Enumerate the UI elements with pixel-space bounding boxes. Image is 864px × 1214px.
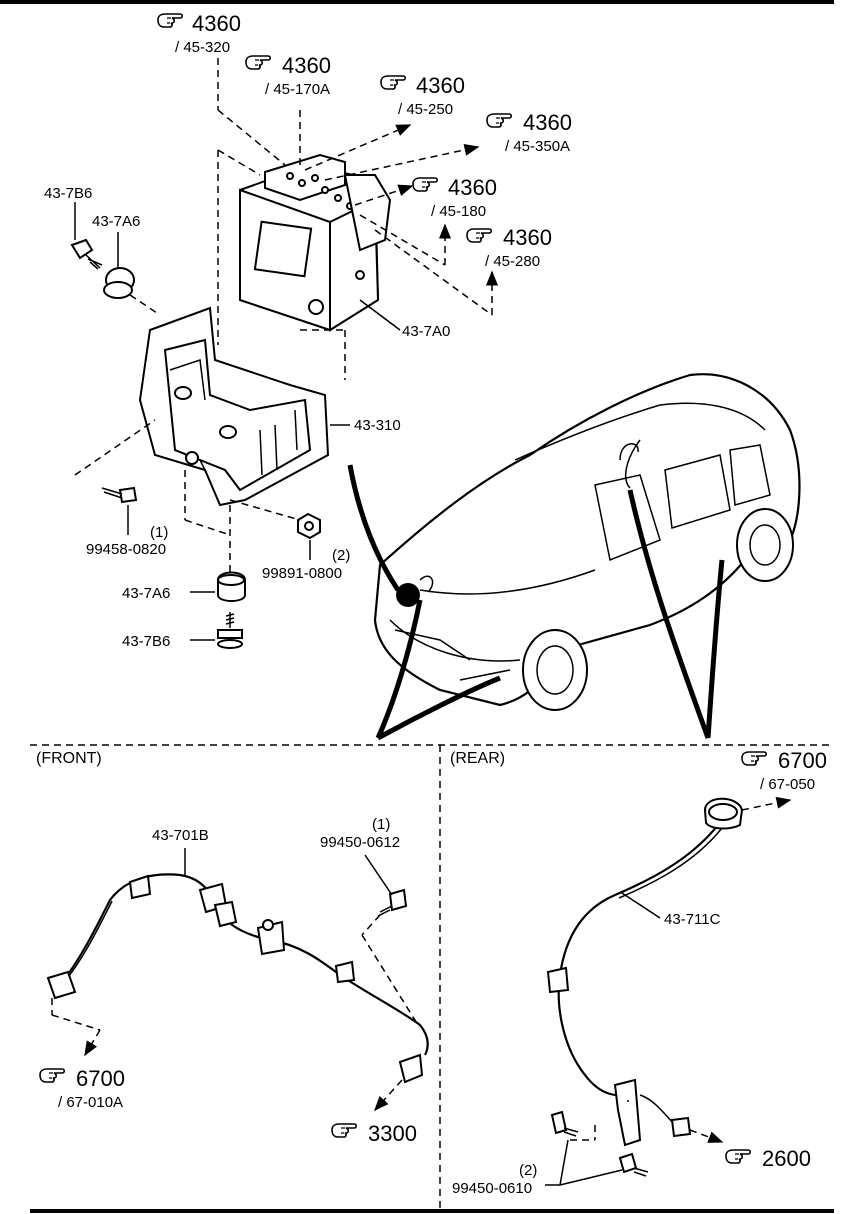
pointer-hand-icon: [741, 751, 768, 766]
part-99450-0610-qty: (2): [519, 1162, 537, 1179]
pointer-hand-icon: [380, 75, 407, 90]
part-99458-0820[interactable]: 99458-0820: [86, 541, 166, 558]
part-43-7a6-top[interactable]: 43-7A6: [92, 213, 140, 230]
ref-code: 4360: [503, 225, 552, 250]
bolt-99458-0820: [101, 486, 138, 504]
part-99891-0800[interactable]: 99891-0800: [262, 565, 342, 582]
part-43-7b6-top[interactable]: 43-7B6: [44, 185, 92, 202]
bottom-border: [30, 1209, 834, 1213]
ref-code: 2600: [762, 1146, 811, 1171]
bolt-43-7b6-top: [70, 238, 103, 270]
leader-99450-0612: [364, 854, 393, 896]
ref-sub: / 45-250: [398, 101, 453, 118]
ref-code: 4360: [282, 53, 331, 78]
pointer-hand-icon: [157, 13, 184, 28]
cushion-43-7a6-top: [103, 267, 135, 299]
pointer-hand-icon: [466, 228, 493, 243]
part-43-310[interactable]: 43-310: [354, 417, 401, 434]
part-99891-qty: (2): [332, 547, 350, 564]
ref-sub: / 67-050: [760, 776, 815, 793]
ref-sub: / 45-170A: [265, 81, 330, 98]
callout-line-front: [375, 599, 501, 741]
pointer-hand-icon: [725, 1149, 752, 1164]
ref-code: 6700: [76, 1066, 125, 1091]
ref-code: 4360: [448, 175, 497, 200]
ref-4360-45-350a[interactable]: 4360 / 45-350A: [486, 110, 572, 155]
ref-code: 3300: [368, 1121, 417, 1146]
ref-code: 6700: [778, 748, 827, 773]
front-section-label: (FRONT): [36, 750, 102, 767]
ref-code: 4360: [523, 110, 572, 135]
dash-7a6-to-bracket: [129, 294, 161, 316]
dash-99458-to-bracket: [74, 419, 156, 476]
ref-6700-67-010a[interactable]: 6700 / 67-010A: [39, 1066, 125, 1111]
leader-99450-0610: [545, 1139, 623, 1186]
ref-4360-45-250[interactable]: 4360 / 45-250: [380, 73, 465, 118]
top-border: [0, 0, 834, 4]
dash-0612-b: [361, 934, 419, 1026]
part-99450-0612-qty: (1): [372, 816, 390, 833]
callout-line-hydraulic: [347, 464, 401, 592]
pointer-hand-icon: [486, 113, 513, 128]
ref-2600[interactable]: 2600: [725, 1146, 811, 1171]
dash-0612: [361, 914, 381, 936]
part-43-711c[interactable]: 43-711C: [664, 911, 721, 928]
dash-rear-6700: [741, 796, 792, 811]
callout-line-rear: [627, 489, 725, 739]
ref-4360-45-320[interactable]: 4360 / 45-320: [157, 11, 241, 56]
leader-43-7a0: [359, 299, 401, 331]
nut-99891-0800: [297, 512, 321, 540]
part-99450-0610[interactable]: 99450-0610: [452, 1180, 532, 1197]
leader-43-711c: [621, 892, 661, 919]
part-43-7a6-bottom[interactable]: 43-7A6: [122, 585, 170, 602]
part-43-7b6-bottom[interactable]: 43-7B6: [122, 633, 170, 650]
part-99458-qty: (1): [150, 524, 168, 541]
ref-3300[interactable]: 3300: [331, 1121, 417, 1146]
bracket: [138, 306, 330, 507]
dash-front-6700-c: [84, 1029, 101, 1057]
pointer-hand-icon: [245, 55, 272, 70]
dash-front-6700-b: [51, 1014, 101, 1031]
vehicle-illustration: [373, 373, 801, 711]
ref-sub: / 45-350A: [505, 138, 570, 155]
cushion-43-7a6-bottom: [217, 571, 246, 602]
ref-4360-45-280[interactable]: 4360 / 45-280: [466, 225, 552, 270]
dash-99891: [229, 499, 301, 521]
ref-4360-45-170a[interactable]: 4360 / 45-170A: [245, 53, 331, 98]
ref-sub: / 45-320: [175, 39, 230, 56]
pointer-hand-icon: [412, 177, 439, 192]
ref-6700-67-050[interactable]: 6700 / 67-050: [741, 748, 827, 793]
ref-code: 4360: [192, 11, 241, 36]
dash-rear-2600: [689, 1129, 724, 1143]
front-abs-sensor: [46, 873, 429, 1084]
part-43-7a0[interactable]: 43-7A0: [402, 323, 450, 340]
ref-sub: / 45-280: [485, 253, 540, 270]
pointer-hand-icon: [331, 1123, 358, 1138]
ref-code: 4360: [416, 73, 465, 98]
rear-section-label: (REAR): [450, 750, 505, 767]
hydraulic-unit: [239, 153, 392, 332]
dash-bottom-base: [184, 519, 231, 536]
ref-sub: / 45-180: [431, 203, 486, 220]
ref-sub: / 67-010A: [58, 1094, 123, 1111]
pointer-hand-icon: [39, 1068, 66, 1083]
ref-4360-45-180[interactable]: 4360 / 45-180: [412, 175, 497, 220]
rear-abs-sensor: [546, 797, 744, 1177]
part-43-701b[interactable]: 43-701B: [152, 827, 209, 844]
dash-front-3300: [373, 1079, 403, 1112]
part-99450-0612[interactable]: 99450-0612: [320, 834, 400, 851]
port-leader-lines: [217, 58, 498, 380]
bolt-43-7b6-bottom: [217, 612, 243, 649]
